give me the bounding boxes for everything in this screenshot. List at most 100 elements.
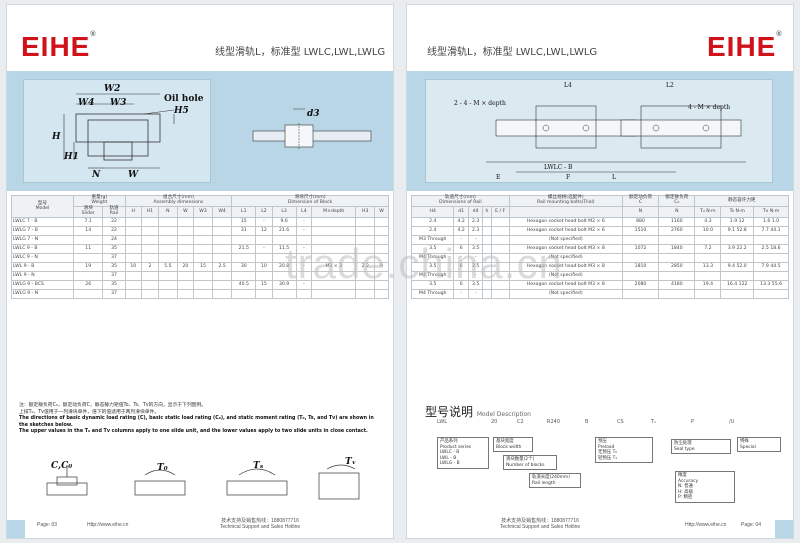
- table-cell: 12: [255, 226, 273, 236]
- website-link[interactable]: Http://www.eihe.cn: [87, 522, 129, 528]
- table-cell: 15: [192, 262, 214, 272]
- table-cell: [482, 226, 492, 236]
- model-code-part: T₁: [651, 419, 657, 425]
- table-cell: 10.0: [694, 226, 722, 236]
- table-cell: 14: [72, 226, 104, 236]
- table-cell: -: [453, 289, 469, 299]
- model-code-part: R240: [547, 419, 561, 425]
- table-cell: [176, 217, 194, 227]
- table-cell: [311, 226, 357, 236]
- table-cell: [490, 289, 510, 299]
- table-cell: 2.5: [212, 262, 233, 272]
- label-ts: Tₛ: [253, 461, 264, 471]
- table-cell: 4.3: [694, 217, 722, 227]
- table-cell: LWLG 9 - N: [11, 289, 74, 299]
- model-code-part: C2: [517, 419, 524, 425]
- dim-h1: H1: [64, 152, 79, 162]
- table-cell: [192, 271, 214, 281]
- table-cell: [157, 280, 178, 290]
- table-cell: LWLC 9 - N: [11, 253, 74, 263]
- dim-h: H: [52, 132, 61, 142]
- right-catalog-page: 线型滑轨L，标准型 LWLC,LWL,LWLG EIHE® 2 - 4 - M …: [406, 4, 794, 539]
- th-weight: 重量(g)Weight: [73, 195, 126, 207]
- table-cell: LWL 9 - B: [11, 262, 74, 272]
- drawing-band: 2 - 4 - M × depth 4 - M × depth LWLC - B…: [407, 71, 793, 191]
- table-cell: [140, 244, 159, 254]
- table-cell: [355, 217, 376, 227]
- table-cell: 1.9 12: [720, 217, 755, 227]
- table-cell: Hexagon socket head bolt M2 × 6: [508, 226, 623, 236]
- table-cell: [124, 217, 142, 227]
- table-cell: Hexagon socket head bolt M2 × 6: [508, 217, 623, 227]
- support-en: Technical Support and Sales Hotline: [499, 524, 581, 530]
- table-cell: [658, 253, 696, 263]
- dim-h5: H5: [174, 106, 189, 116]
- support-cn: 技术支持及销售热线：1880877716: [501, 518, 579, 524]
- website-link[interactable]: Http://www.eihe.cn: [685, 522, 727, 528]
- table-cell: 10: [255, 262, 273, 272]
- table-cell: [176, 244, 194, 254]
- table-cell: 21.5: [231, 244, 257, 254]
- table-cell: 2.3: [467, 226, 484, 236]
- table-cell: [124, 289, 142, 299]
- support-block: 技术支持及销售热线：1880877716 Technical Support a…: [347, 518, 733, 530]
- th-assembly: 组合尺寸(mm)Assembly dimensions: [124, 195, 233, 207]
- table-cell: 5.5: [157, 262, 178, 272]
- table-cell: [157, 217, 178, 227]
- note-cn-2: 上排T₀、Tv值用于一列滑块单件，倍下的值适用于两列滑块单件。: [19, 409, 160, 415]
- table-cell: [157, 226, 178, 236]
- brand-logo: EIHE®: [21, 31, 97, 62]
- table-cell: 2.4: [410, 217, 455, 227]
- table-cell: 24: [102, 235, 126, 245]
- table-cell: [255, 271, 273, 281]
- box-rail-length: 轨道长度(240mm) Rail length: [529, 473, 581, 488]
- th-l1: L1: [231, 206, 257, 218]
- th-w: W: [176, 206, 194, 218]
- note-en-2: The upper values in the T₀ and Tv column…: [19, 429, 368, 434]
- table-cell: 1840: [658, 244, 696, 254]
- table-cell: 880: [621, 217, 660, 227]
- table-cell: [694, 271, 722, 281]
- model-code-part: /U: [729, 419, 735, 425]
- table-cell: [176, 280, 194, 290]
- box-block-count: 滑块数量(2个) Number of blocks: [503, 455, 557, 470]
- table-cell: (Not specified): [508, 289, 623, 299]
- th-mdepth: M×depth: [311, 206, 357, 218]
- page-title: 线型滑轨L，标准型 LWLC,LWL,LWLG: [427, 47, 598, 58]
- label-c-c0: C,C₀: [51, 461, 73, 471]
- table-cell: [374, 226, 389, 236]
- table-cell: [157, 271, 178, 281]
- table-cell: [192, 289, 214, 299]
- table-cell: -: [295, 226, 313, 236]
- table-cell: 4180: [658, 280, 696, 290]
- table-cell: 1160: [658, 217, 696, 227]
- model-code-part: CS: [617, 419, 624, 425]
- table-cell: 15: [255, 280, 273, 290]
- th-wb: W: [374, 206, 389, 218]
- table-cell: 30: [231, 262, 257, 272]
- table-cell: [140, 217, 159, 227]
- table-row: M4 Through--(Not specified): [410, 253, 789, 263]
- table-cell: LWLG 7 - N: [11, 235, 74, 245]
- box-accuracy: 精度 Accuracy N: 普通 H: 高级 P: 精密: [675, 471, 735, 503]
- table-cell: [72, 271, 104, 281]
- support-en: Technical Support and Sales Hotline: [219, 524, 301, 530]
- table-cell: [157, 253, 178, 263]
- table-cell: [658, 235, 696, 245]
- table-cell: 40.5: [231, 280, 257, 290]
- dim-w3: W3: [110, 98, 127, 108]
- table-cell: [176, 235, 194, 245]
- rail-side-drawing: d3: [247, 79, 375, 183]
- table-cell: [72, 253, 104, 263]
- th-h1: H1: [140, 206, 159, 218]
- table-cell: [212, 226, 233, 236]
- box-seal: 防尘处理 Seal type: [671, 439, 731, 454]
- th-bolts: 螺丝规格(选配件)Rail mounting bolts(Trial): [508, 195, 623, 207]
- table-cell: [658, 289, 696, 299]
- table-cell: 2760: [658, 226, 696, 236]
- table-cell: 16.4 122: [720, 280, 755, 290]
